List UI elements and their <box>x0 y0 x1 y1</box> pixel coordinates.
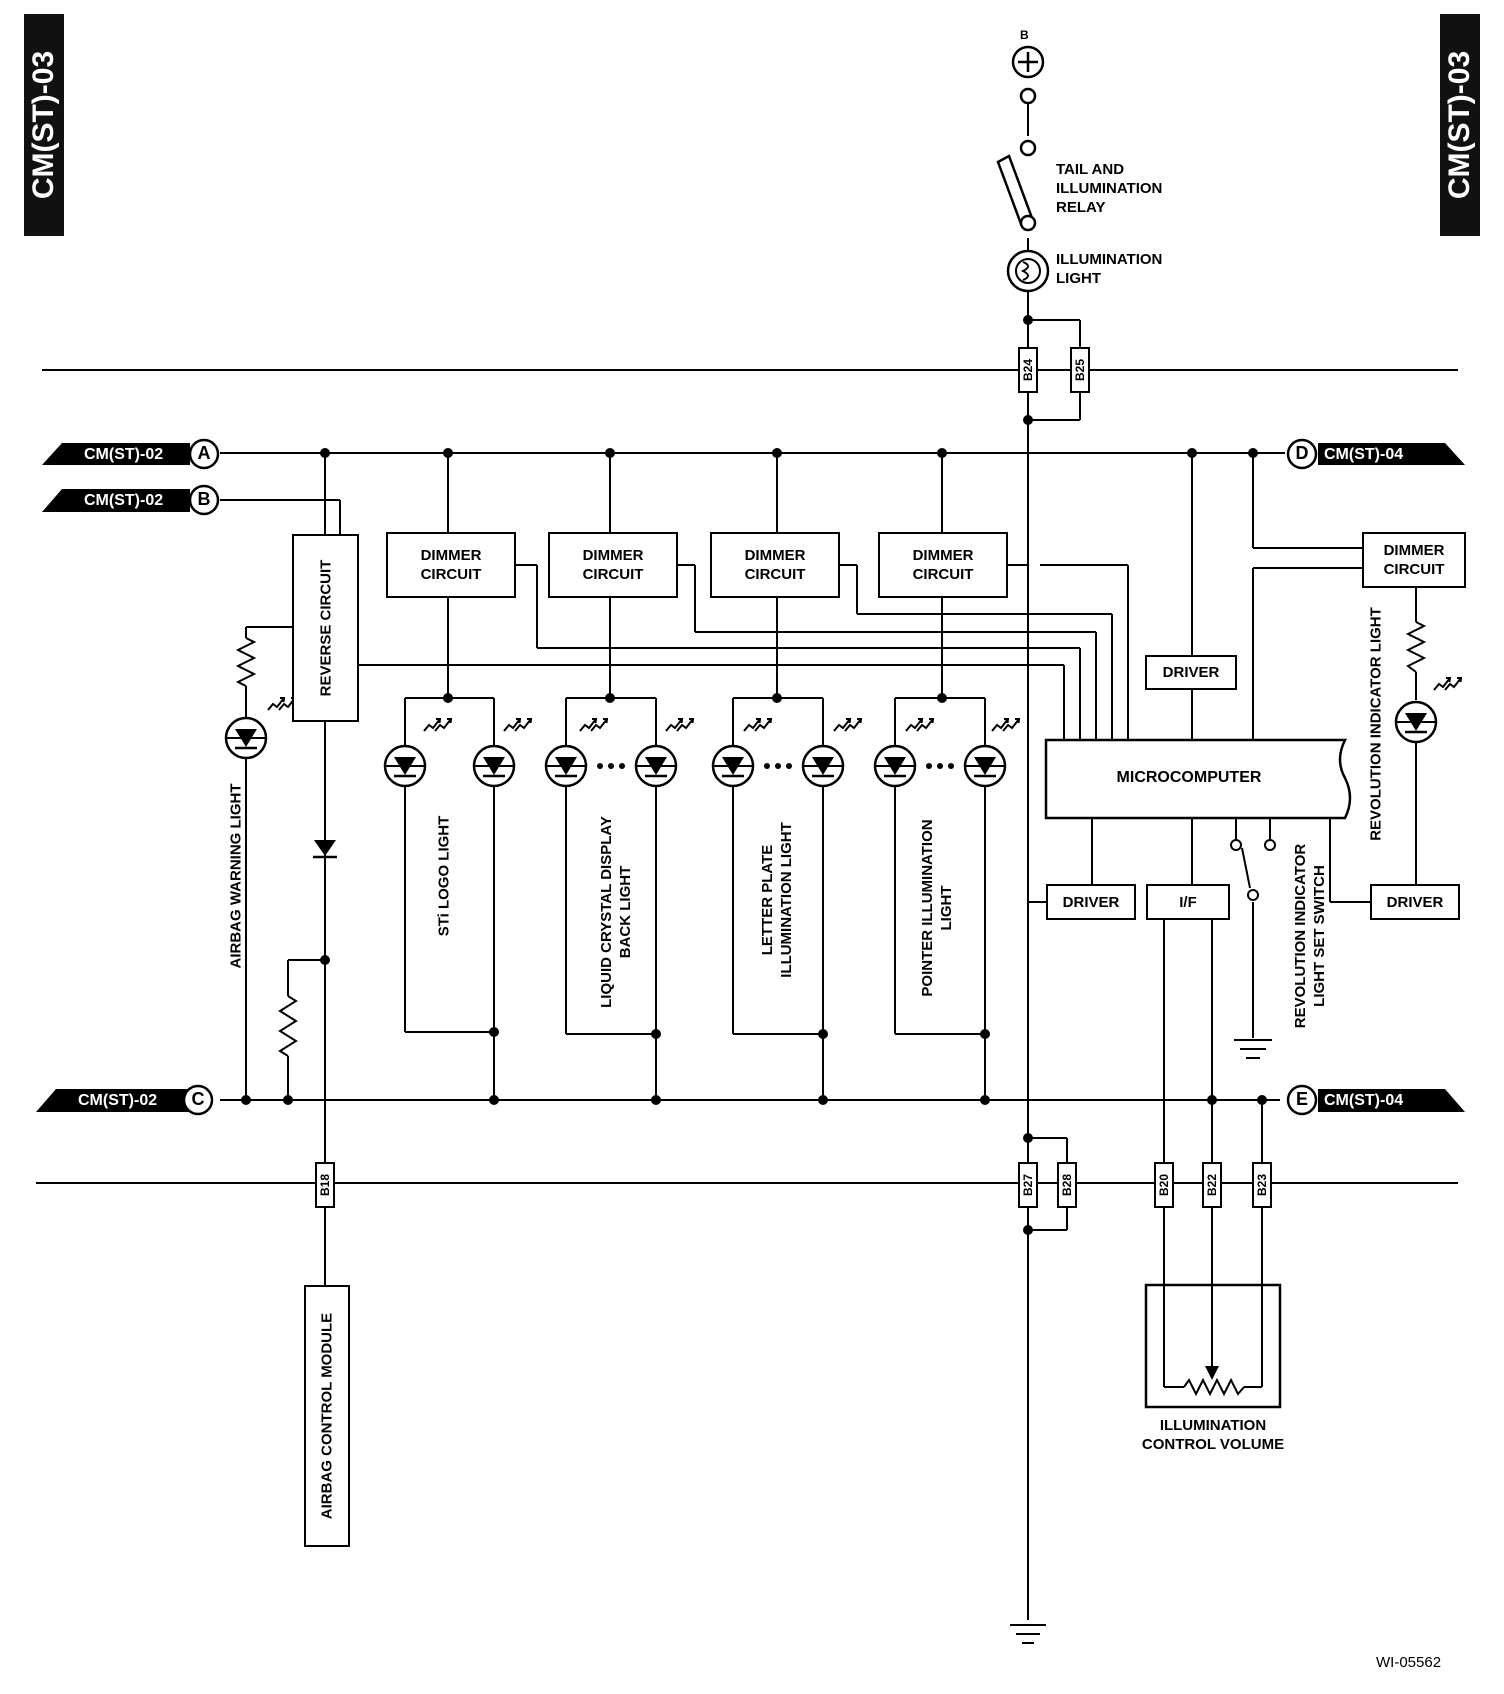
connector-b27: B27 <box>1018 1162 1038 1208</box>
letter-plate-led-2 <box>801 718 862 788</box>
connector-b28: B28 <box>1057 1162 1077 1208</box>
interface-block: I/F <box>1146 884 1230 920</box>
airbag-warning-led <box>224 697 296 760</box>
terminal-b-label: B <box>1020 28 1029 42</box>
ref-d-page: CM(ST)-04 <box>1324 446 1404 463</box>
letter-plate-led-1 <box>711 718 772 788</box>
airbag-control-module-box: AIRBAG CONTROL MODULE <box>304 1285 350 1547</box>
connector-b22: B22 <box>1202 1162 1222 1208</box>
set-switch-label: REVOLUTION INDICATOR LIGHT SET SWITCH <box>1292 843 1328 1029</box>
revolution-indicator-light-label: REVOLUTION INDICATOR LIGHT <box>1367 607 1385 841</box>
illumination-bulb <box>1006 249 1050 293</box>
figure-id: WI-05562 <box>1376 1654 1442 1671</box>
ref-b-letter: B <box>197 489 211 509</box>
lcd-back-light-label: LIQUID CRYSTAL DISPLAY BACK LIGHT <box>598 816 634 1008</box>
ellipsis-dots <box>597 763 954 769</box>
ref-circles <box>182 438 1318 1116</box>
ref-a-page: CM(ST)-02 <box>84 446 164 463</box>
ref-a-letter: A <box>197 443 211 463</box>
ref-e-page: CM(ST)-04 <box>1324 1092 1404 1109</box>
pointer-led-2 <box>963 718 1020 788</box>
ref-tags <box>36 443 1465 1112</box>
volume-label: ILLUMINATION CONTROL VOLUME <box>1141 1417 1285 1453</box>
connector-b24: B24 <box>1018 347 1038 393</box>
connector-b23: B23 <box>1252 1162 1272 1208</box>
letter-plate-light-label: LETTER PLATE ILLUMINATION LIGHT <box>759 822 795 978</box>
reverse-circuit-box: REVERSE CIRCUIT <box>292 534 359 722</box>
junction-dots <box>241 315 1267 1235</box>
chassis-ground <box>1010 1624 1046 1644</box>
wire-network <box>36 92 1458 1620</box>
dimmer-circuit-4: DIMMER CIRCUIT <box>878 532 1008 598</box>
connector-b20: B20 <box>1154 1162 1174 1208</box>
right-page-tab: CM(ST)-03 <box>1440 14 1480 236</box>
airbag-warning-light-label: AIRBAG WARNING LIGHT <box>227 783 245 969</box>
microcomputer-label: MICROCOMPUTER <box>1116 769 1262 786</box>
ref-c-page: CM(ST)-02 <box>78 1092 158 1109</box>
switch-ground <box>1234 1039 1272 1059</box>
lamp-label: ILLUMINATION LIGHT <box>1056 251 1163 287</box>
reverse-circuit-label: REVERSE CIRCUIT <box>317 559 334 697</box>
relay-contact <box>996 139 1037 232</box>
sti-logo-light-label: STi LOGO LIGHT <box>435 815 453 937</box>
driver-top: DRIVER <box>1145 655 1237 690</box>
sti-logo-led-2 <box>472 718 532 788</box>
connector-b25: B25 <box>1070 347 1090 393</box>
diode <box>313 840 337 859</box>
dimmer-circuit-5: DIMMER CIRCUIT <box>1362 532 1466 588</box>
ref-b-page: CM(ST)-02 <box>84 492 164 509</box>
dimmer-circuit-1: DIMMER CIRCUIT <box>386 532 516 598</box>
ref-d-letter: D <box>1295 443 1309 463</box>
driver-bottom-right: DRIVER <box>1370 884 1460 920</box>
right-page-code: CM(ST)-03 <box>1443 50 1476 200</box>
driver-bottom-left: DRIVER <box>1046 884 1136 920</box>
left-page-tab: CM(ST)-03 <box>24 14 64 236</box>
lcd-led-1 <box>544 718 608 788</box>
dimmer-circuit-2: DIMMER CIRCUIT <box>548 532 678 598</box>
volume-wiper-arrow <box>1205 1366 1219 1380</box>
volume-housing <box>1144 1283 1282 1409</box>
ref-c-letter: C <box>191 1089 205 1109</box>
set-switch-contacts <box>1230 839 1276 901</box>
pointer-light-label: POINTER ILLUMINATION LIGHT <box>919 819 955 997</box>
airbag-control-module-label: AIRBAG CONTROL MODULE <box>318 1312 336 1520</box>
connector-b18: B18 <box>315 1162 335 1208</box>
relay-label: TAIL AND ILLUMINATION RELAY <box>1056 161 1163 216</box>
ref-e-letter: E <box>1295 1089 1308 1109</box>
lcd-led-2 <box>634 718 694 788</box>
dimmer-circuit-3: DIMMER CIRCUIT <box>710 532 840 598</box>
battery-terminal <box>1011 45 1045 105</box>
revolution-led <box>1394 677 1462 744</box>
microcomputer-box <box>1044 738 1352 820</box>
sti-logo-led-1 <box>383 718 452 788</box>
left-page-code: CM(ST)-03 <box>27 50 60 200</box>
pointer-led-1 <box>873 718 934 788</box>
